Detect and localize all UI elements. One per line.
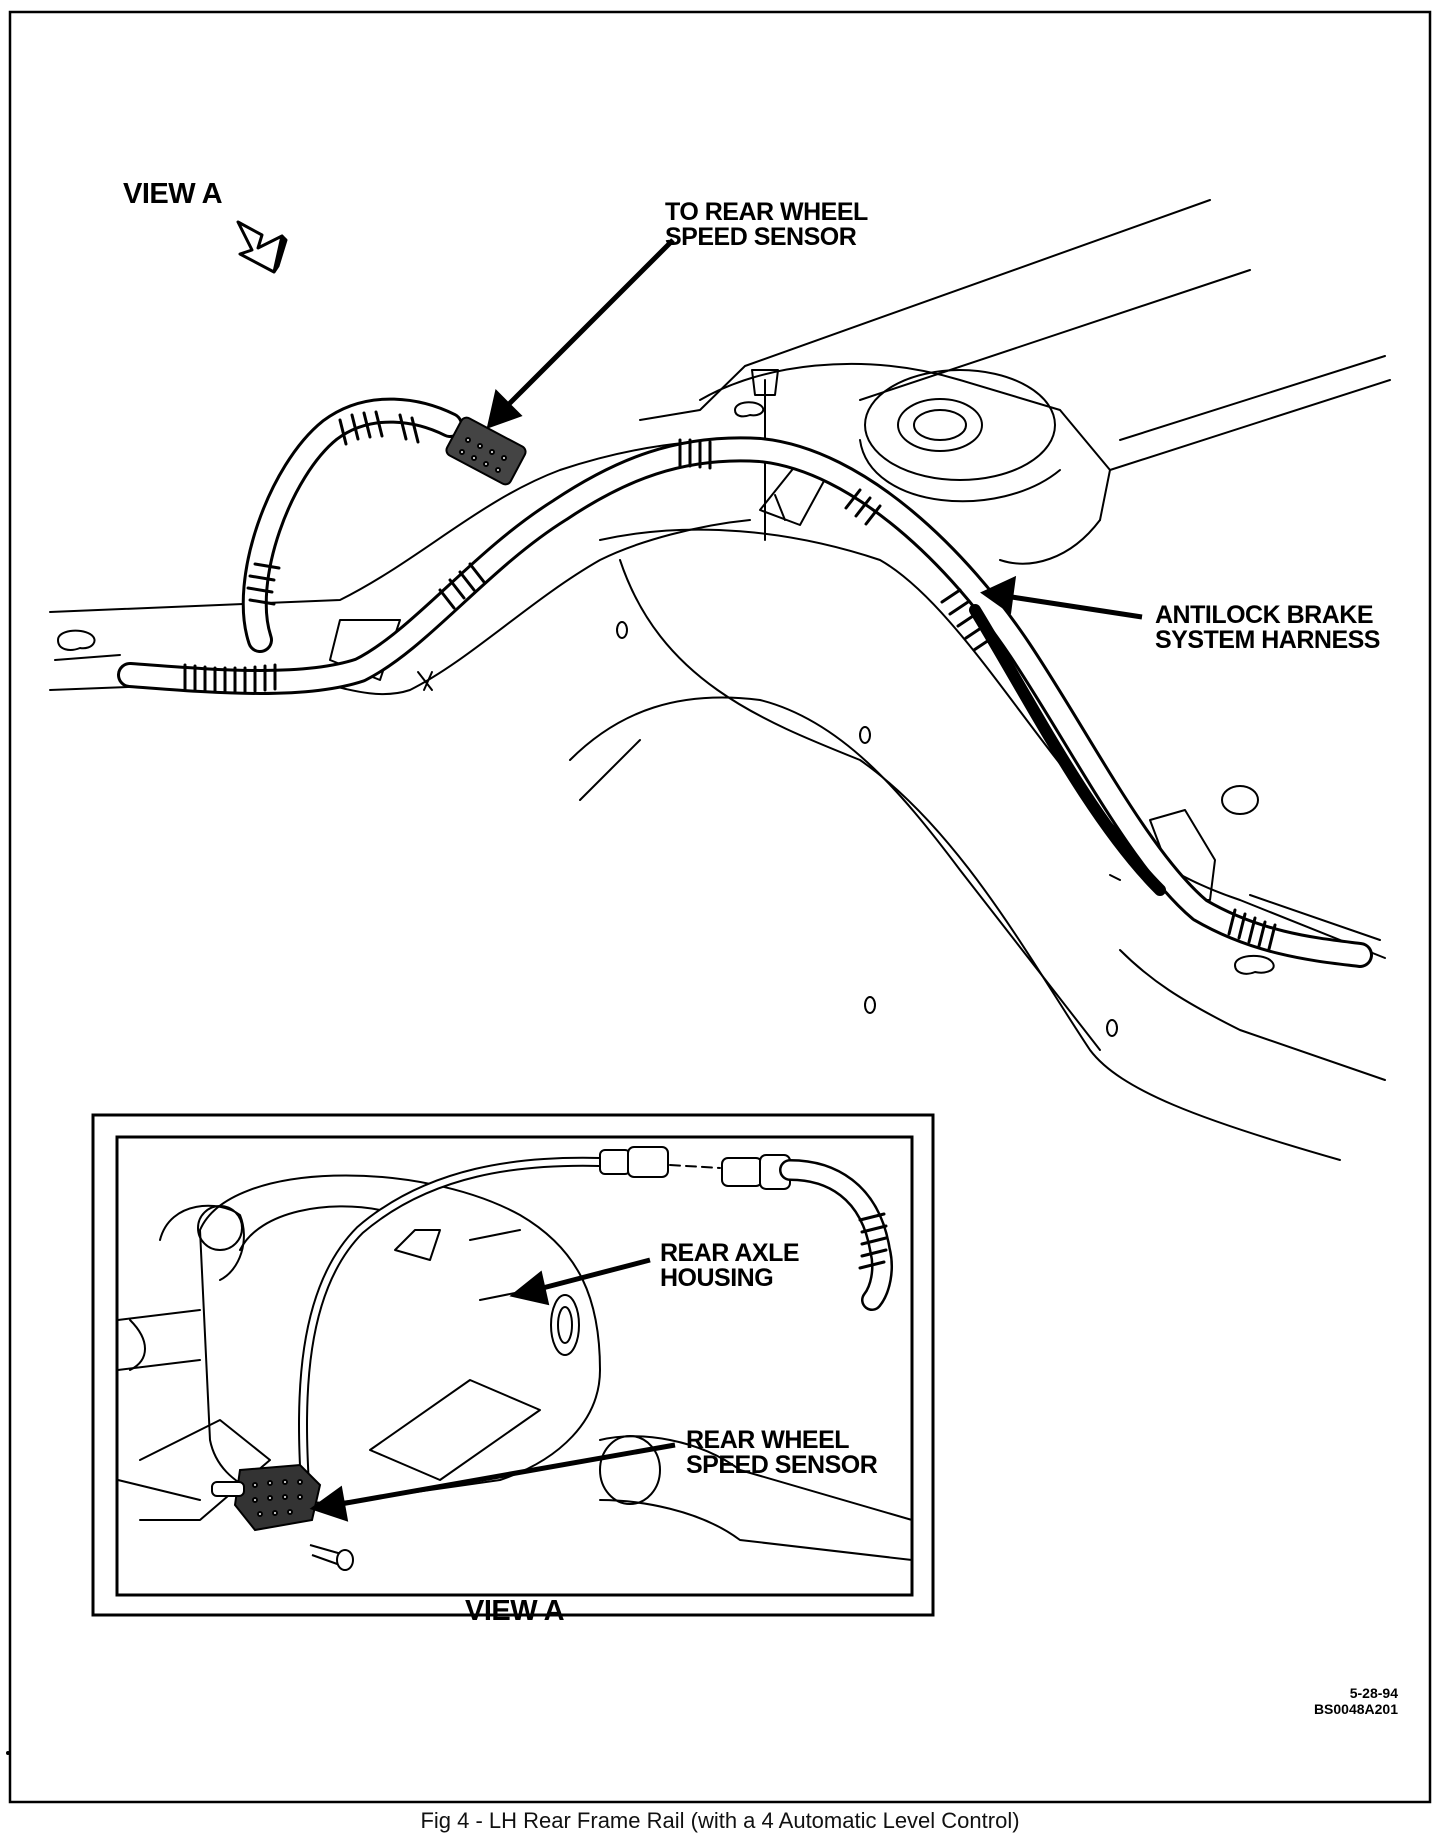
- figure-caption: Fig 4 - LH Rear Frame Rail (with a 4 Aut…: [420, 1808, 1020, 1833]
- inset-cable: [298, 1146, 893, 1490]
- abs-harness-line2: SYSTEM HARNESS: [1155, 626, 1380, 654]
- top-connector: [445, 416, 527, 486]
- abs-harness: [117, 397, 1373, 968]
- rear-wheel-sensor-line2: SPEED SENSOR: [686, 1451, 878, 1479]
- to-rear-wheel-line2: SPEED SENSOR: [665, 223, 857, 251]
- rear-axle-line1: REAR AXLE: [660, 1239, 800, 1267]
- to-rear-wheel-line1: TO REAR WHEEL: [665, 198, 868, 226]
- to-rear-wheel-speed-sensor-label: TO REAR WHEEL SPEED SENSOR: [665, 200, 868, 250]
- inset-arrows: [309, 1257, 676, 1522]
- abs-harness-line1: ANTILOCK BRAKE: [1155, 601, 1373, 629]
- view-a-label-inset: VIEW A: [465, 1595, 565, 1627]
- inset-sensor: [211, 1463, 354, 1571]
- drawing-id: BS0048A201: [1313, 1701, 1398, 1718]
- page-border: [8, 10, 1432, 1804]
- arrows: [486, 238, 1143, 620]
- rear-axle-housing-label: REAR AXLE HOUSING: [660, 1239, 800, 1292]
- inset-inner-border: [115, 1135, 914, 1597]
- drawing-date: 5-28-94: [1349, 1685, 1398, 1701]
- view-a-arrow: [236, 220, 288, 274]
- abs-harness-label: ANTILOCK BRAKE SYSTEM HARNESS: [1155, 603, 1380, 653]
- frame-rail: [49, 199, 1391, 1161]
- rear-wheel-sensor-line1: REAR WHEEL: [686, 1426, 850, 1454]
- rear-wheel-speed-sensor-label: REAR WHEEL SPEED SENSOR: [686, 1426, 878, 1479]
- inset-outer-border: [91, 1113, 935, 1617]
- rear-axle-line2: HOUSING: [660, 1264, 774, 1292]
- margin-dot: [6, 1751, 10, 1755]
- drawing-code: 5-28-94 BS0048A201: [1314, 1685, 1398, 1717]
- axle-housing: [117, 1174, 913, 1561]
- view-a-label-top: VIEW A: [123, 178, 223, 210]
